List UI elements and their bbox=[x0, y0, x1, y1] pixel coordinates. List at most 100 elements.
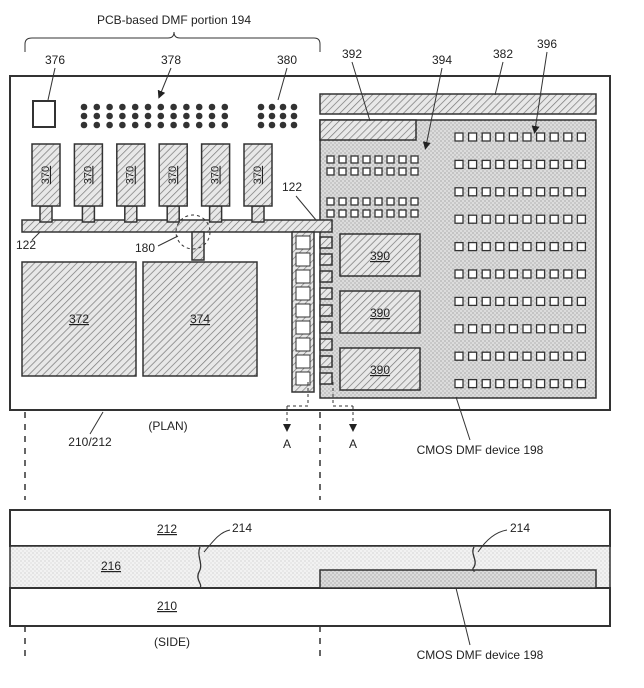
via-dot bbox=[93, 121, 101, 129]
cmos-electrode bbox=[576, 351, 587, 361]
cmos-electrode bbox=[481, 296, 491, 307]
board-label-leader bbox=[89, 411, 104, 435]
ref-380-leader bbox=[277, 67, 288, 101]
bus-finger bbox=[319, 270, 333, 283]
cmos-electrode bbox=[454, 187, 464, 197]
cmos-pad bbox=[374, 167, 383, 176]
electrode-370-label: 370 bbox=[125, 166, 137, 184]
cmos-electrode-grid bbox=[454, 132, 587, 389]
cmos-electrode bbox=[535, 187, 546, 197]
via-dot bbox=[119, 121, 126, 129]
cmos-electrode bbox=[576, 241, 587, 252]
block-372 bbox=[21, 261, 137, 377]
via-dot bbox=[279, 112, 287, 120]
cmos-pad bbox=[350, 155, 359, 164]
cmos-electrode bbox=[495, 351, 505, 361]
ref-122-left-leader bbox=[31, 231, 41, 241]
bus-pad-cells bbox=[295, 235, 333, 386]
cmos-electrode bbox=[495, 296, 505, 307]
cmos-electrode bbox=[535, 378, 546, 389]
electrode-370 bbox=[158, 143, 188, 207]
electrode-370-label: 370 bbox=[82, 166, 94, 184]
cmos-pad bbox=[410, 197, 419, 206]
cmos-electrode bbox=[563, 159, 573, 170]
cmos-electrode bbox=[495, 187, 505, 197]
cmos-electrode bbox=[495, 241, 505, 252]
cmos-electrode bbox=[454, 296, 464, 307]
cmos-electrode bbox=[467, 351, 478, 361]
cmos-electrode bbox=[535, 159, 546, 170]
cmos-electrode bbox=[563, 269, 573, 279]
cmos-electrode bbox=[576, 378, 587, 389]
plan-view: PCB-based DMF portion 194 370 370 370 370 37… bbox=[9, 13, 611, 457]
cmos-electrode bbox=[535, 132, 546, 142]
cmos-pad bbox=[362, 209, 371, 218]
ref-376: 376 bbox=[45, 53, 65, 67]
electrode-370 bbox=[116, 143, 146, 207]
cmos-label-side-leader bbox=[455, 587, 471, 646]
cmos-electrode bbox=[549, 324, 559, 334]
cmos-pad bbox=[326, 209, 335, 218]
cmos-electrode bbox=[495, 378, 505, 389]
via-dot bbox=[279, 121, 287, 129]
cmos-electrode bbox=[549, 378, 559, 389]
cmos-electrode bbox=[508, 214, 519, 224]
via-dot bbox=[257, 103, 265, 111]
bus-finger bbox=[319, 372, 333, 385]
pcb-portion-label: PCB-based DMF portion 194 bbox=[97, 13, 251, 27]
cmos-electrode bbox=[454, 351, 464, 361]
cmos-electrode bbox=[467, 241, 478, 252]
cmos-electrode bbox=[563, 187, 573, 197]
cmos-dmf-device-side bbox=[319, 569, 597, 589]
ref-378-arrow bbox=[157, 67, 172, 99]
section-a-left-line bbox=[287, 382, 309, 407]
cmos-electrode bbox=[535, 214, 546, 224]
cmos-electrode bbox=[563, 351, 573, 361]
ref-214-right-leader bbox=[477, 529, 508, 553]
bus-pad-cell bbox=[295, 337, 311, 352]
electrode-stub bbox=[208, 205, 223, 223]
seal-214-right bbox=[472, 546, 476, 572]
via-dot bbox=[106, 121, 113, 129]
via-dot bbox=[131, 112, 139, 120]
cmos-electrode bbox=[495, 214, 505, 224]
block-390-label: 390 bbox=[370, 249, 390, 263]
bus-pad-cell bbox=[295, 235, 311, 250]
electrode-370-label: 370 bbox=[167, 166, 179, 184]
electrode-stub bbox=[39, 205, 53, 223]
via-dot bbox=[131, 103, 139, 111]
cmos-electrode bbox=[481, 351, 491, 361]
bus-finger bbox=[319, 355, 333, 368]
cmos-pad bbox=[398, 155, 407, 164]
via-dot bbox=[290, 112, 298, 120]
side-view: 212 216 210 214 214 (SIDE) CMOS DMF devi… bbox=[9, 509, 611, 662]
section-a-right-label: A bbox=[349, 437, 357, 451]
cmos-electrode bbox=[467, 378, 478, 389]
via-dot bbox=[157, 103, 165, 111]
cmos-electrode bbox=[522, 351, 532, 361]
cmos-electrode bbox=[563, 296, 573, 307]
via-dot bbox=[290, 103, 298, 111]
block-390 bbox=[339, 347, 421, 391]
ref-214-left: 214 bbox=[232, 521, 252, 535]
cmos-electrode bbox=[522, 269, 532, 279]
bus-pad-cell bbox=[295, 371, 311, 386]
cmos-electrode bbox=[535, 241, 546, 252]
layer-216-label: 216 bbox=[101, 559, 121, 573]
cmos-pad bbox=[362, 167, 371, 176]
cmos-electrode bbox=[563, 214, 573, 224]
cmos-electrode bbox=[535, 351, 546, 361]
board-label-210-212: 210/212 bbox=[68, 435, 112, 449]
electrode-370-label: 370 bbox=[252, 166, 264, 184]
via-dot bbox=[93, 112, 101, 120]
cmos-label-plan-leader bbox=[455, 396, 471, 441]
cmos-electrode bbox=[549, 241, 559, 252]
ref-214-left-leader bbox=[203, 529, 231, 553]
cmos-pad bbox=[386, 155, 395, 164]
cmos-electrode bbox=[508, 132, 519, 142]
cmos-electrode bbox=[522, 159, 532, 170]
cmos-electrode bbox=[454, 269, 464, 279]
cmos-electrode bbox=[481, 214, 491, 224]
cmos-electrode bbox=[495, 269, 505, 279]
cmos-electrode bbox=[508, 378, 519, 389]
